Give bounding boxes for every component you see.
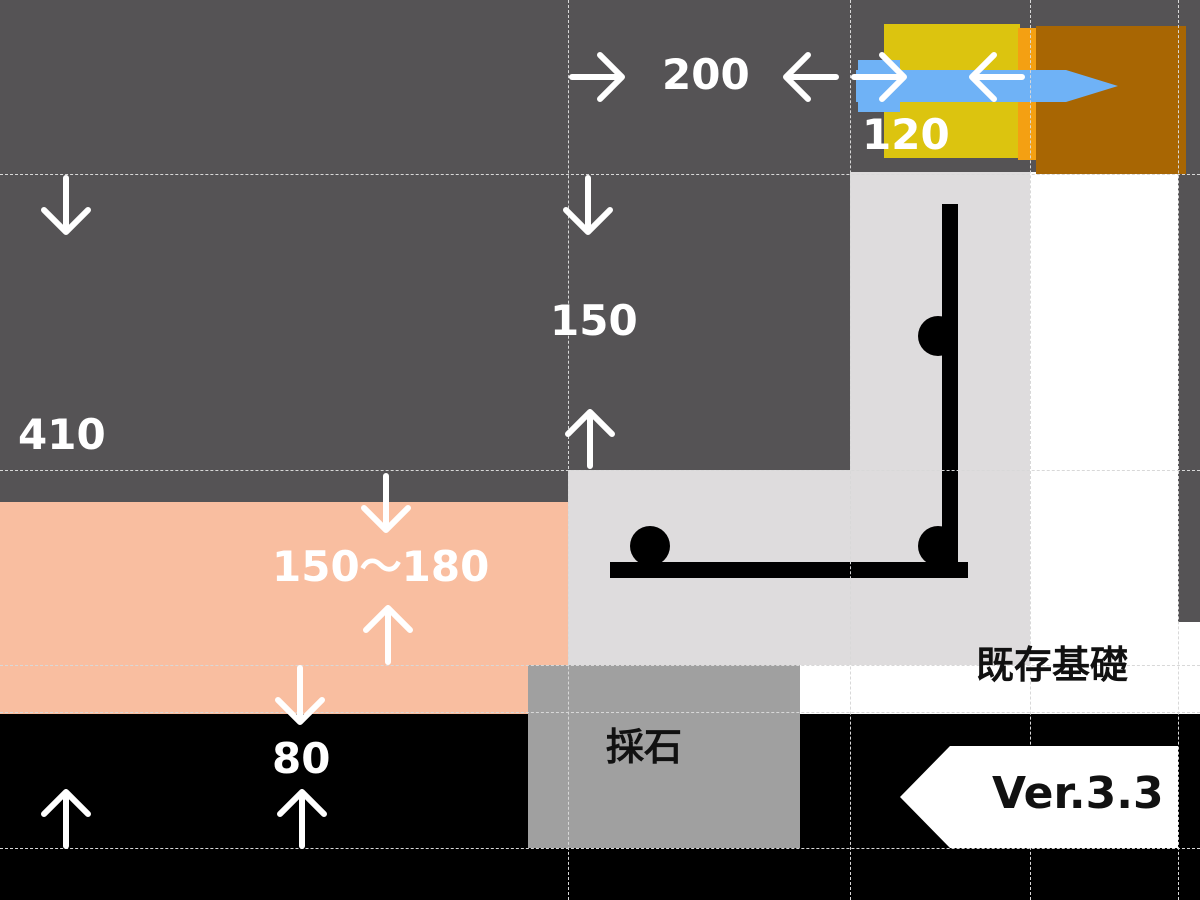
existing-foundation-wall (1030, 172, 1178, 622)
guide-line-h-665 (0, 665, 1200, 666)
rebar-node-vertical-mid (918, 316, 958, 356)
dimension-label-150: 150 (550, 296, 638, 345)
arrow-right-icon (851, 52, 907, 102)
rebar-node-horizontal (630, 526, 670, 566)
guide-line-v-568 (568, 0, 569, 900)
guide-line-v-1178 (1178, 0, 1179, 900)
rebar-node-corner (918, 526, 958, 566)
arrow-up-icon (363, 605, 413, 665)
existing-foundation-right-strip (1178, 172, 1200, 622)
version-label: Ver.3.3 (992, 768, 1164, 819)
arrow-up-icon (41, 789, 91, 849)
guide-line-h-470 (0, 470, 1200, 471)
arrow-down-icon (361, 473, 411, 533)
guide-line-v-850 (850, 0, 851, 900)
arrow-left-icon (783, 52, 839, 102)
arrow-left-icon (969, 52, 1025, 102)
arrow-right-icon (569, 52, 625, 102)
arrow-up-icon (565, 409, 615, 469)
dimension-label-120: 120 (862, 110, 950, 159)
guide-line-h-848 (0, 848, 1200, 849)
gravel-block (528, 665, 800, 848)
anchor-bolt (856, 60, 1118, 112)
arrow-up-icon (277, 789, 327, 849)
crushed-stone-layer (0, 502, 568, 714)
existing-foundation-label: 既存基礎 (976, 643, 1129, 687)
dimension-label-200: 200 (662, 50, 750, 99)
arrow-down-icon (563, 175, 613, 235)
guide-line-h-174 (0, 174, 1200, 175)
dimension-label-410: 410 (18, 410, 106, 459)
rebar-vertical (942, 204, 958, 578)
dimension-label-80: 80 (272, 734, 331, 783)
gravel-label: 採石 (606, 725, 683, 769)
version-tag-shape (900, 746, 1178, 848)
concrete-slab-right (734, 470, 1030, 622)
guide-line-h-712 (0, 712, 1200, 713)
dimension-label-150-180: 150～180 (272, 542, 490, 591)
rebar-horizontal (610, 562, 968, 578)
guide-line-v-1030 (1030, 0, 1031, 900)
arrow-down-icon (275, 665, 325, 725)
arrow-down-icon (41, 175, 91, 235)
